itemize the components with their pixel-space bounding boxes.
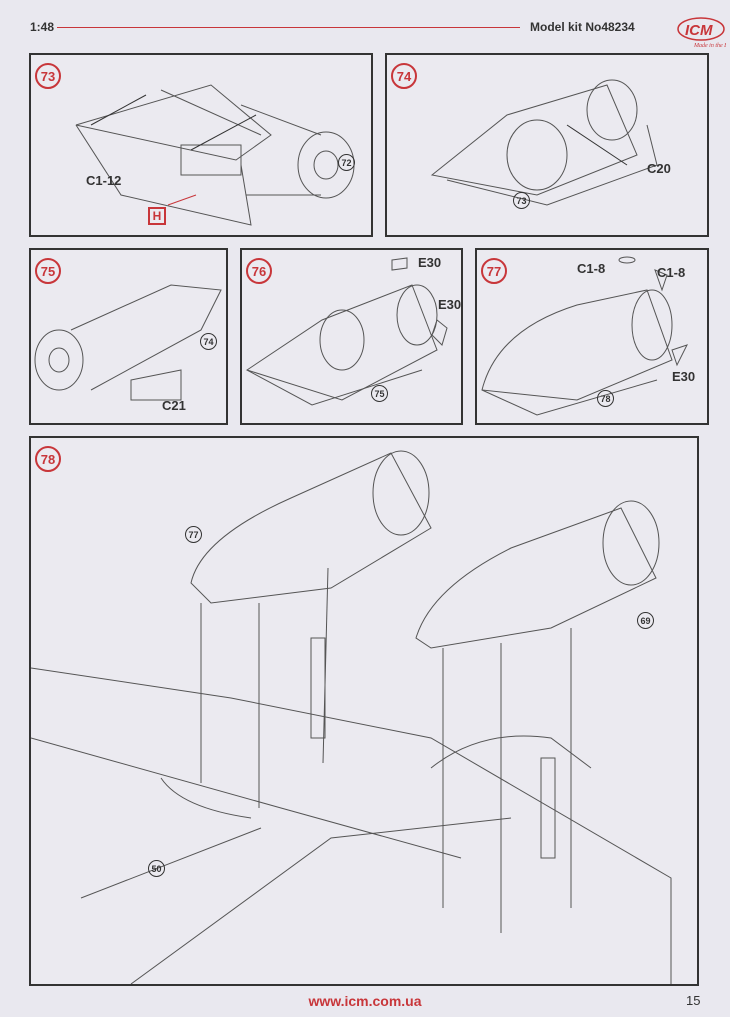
subassembly-ref: 74 <box>200 333 217 350</box>
part-label: C20 <box>647 161 671 176</box>
step-74-panel: 74 C20 73 <box>385 53 709 237</box>
step-number: 78 <box>35 446 61 472</box>
step-number: 77 <box>481 258 507 284</box>
step-73-panel: 73 C1-12 H 72 <box>29 53 373 237</box>
marker-h: H <box>148 207 166 225</box>
step-78-drawing <box>31 450 672 984</box>
part-label: E30 <box>672 369 696 384</box>
svg-text:ICM: ICM <box>685 22 713 39</box>
step-76-drawing <box>245 257 448 406</box>
part-label: C1-12 <box>86 173 122 188</box>
subassembly-ref: 75 <box>371 385 388 402</box>
header-rule <box>57 27 520 28</box>
part-label: E30 <box>438 297 462 312</box>
step-78-panel: 78 77 69 50 <box>29 436 699 986</box>
subassembly-ref: 78 <box>597 390 614 407</box>
subassembly-ref: 73 <box>513 192 530 209</box>
part-label: C21 <box>162 398 186 413</box>
step-number: 75 <box>35 258 61 284</box>
step-77-drawing <box>481 256 688 416</box>
subassembly-ref: 77 <box>185 526 202 543</box>
page-number: 15 <box>686 993 701 1008</box>
step-75-panel: 75 74 C21 <box>29 248 228 425</box>
step-74-drawing <box>430 79 658 206</box>
part-label: E30 <box>418 255 442 270</box>
step-76-panel: 76 E30 E30 75 <box>240 248 463 425</box>
step-75-drawing <box>34 284 222 401</box>
part-label: C1-8 <box>657 265 686 280</box>
part-label: C1-8 <box>577 261 606 276</box>
step-number: 73 <box>35 63 61 89</box>
website-link[interactable]: www.icm.com.ua <box>308 993 422 1009</box>
step-77-panel: 77 C1-8 C1-8 E30 78 <box>475 248 709 425</box>
step-number: 76 <box>246 258 272 284</box>
step-73-drawing <box>75 84 355 226</box>
step-number: 74 <box>391 63 417 89</box>
svg-text:Made in the Best: Made in the Best <box>693 43 726 49</box>
icm-logo: ICM Made in the Best <box>676 14 730 50</box>
subassembly-ref: 50 <box>148 860 165 877</box>
subassembly-ref: 72 <box>338 154 355 171</box>
kit-number: Model kit No48234 <box>530 20 635 34</box>
scale-label: 1:48 <box>30 20 55 34</box>
subassembly-ref: 69 <box>637 612 654 629</box>
